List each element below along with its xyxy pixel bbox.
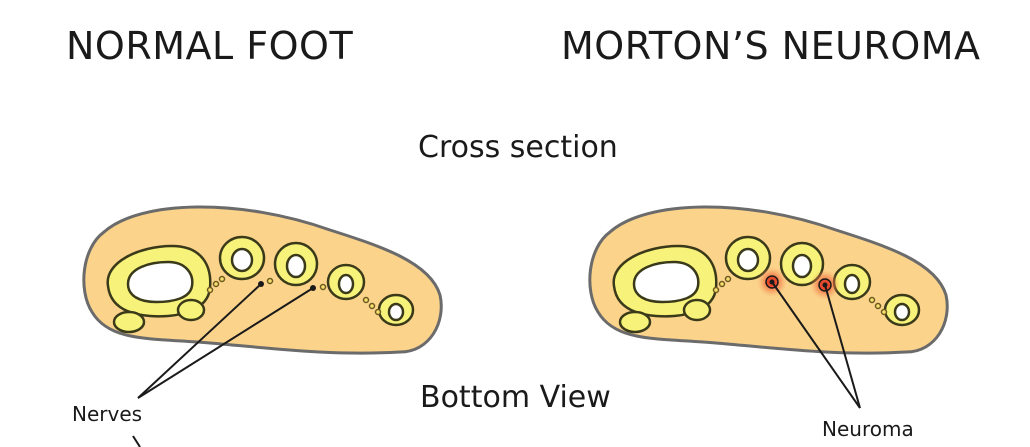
bottom-view-label: Bottom View	[420, 380, 611, 415]
neuroma-metatarsal	[883, 293, 921, 327]
neuroma-label: Neuroma	[822, 417, 914, 441]
nerves-label: Nerves	[72, 402, 143, 426]
neuroma-metatarsal	[832, 263, 872, 301]
neuroma-metatarsal	[724, 235, 772, 281]
neuroma-pointer-lines	[771, 281, 861, 409]
normal-foot-title: NORMAL FOOT	[66, 24, 354, 68]
neuroma-foot-cross-section	[588, 205, 949, 409]
neuroma-sesamoid	[618, 310, 652, 334]
normal-nerve-dots	[206, 275, 382, 316]
normal-metatarsal	[218, 235, 266, 281]
normal-metatarsal	[326, 263, 366, 301]
mortons-neuroma-title: MORTON’S NEUROMA	[561, 24, 981, 68]
neuroma-metatarsal	[779, 241, 825, 287]
normal-sesamoid	[112, 310, 146, 334]
normal-metatarsal	[273, 241, 319, 287]
neuroma-sesamoid	[682, 298, 712, 322]
neuroma-nerve-dots	[712, 275, 888, 316]
normal-sesamoid	[176, 298, 206, 322]
neuroma-first-metatarsal	[612, 244, 718, 318]
normal-foot-cross-section	[82, 205, 443, 447]
cross-section-label: Cross section	[418, 130, 618, 165]
normal-metatarsal	[377, 293, 415, 327]
nerves-pointer-lines	[132, 283, 314, 447]
